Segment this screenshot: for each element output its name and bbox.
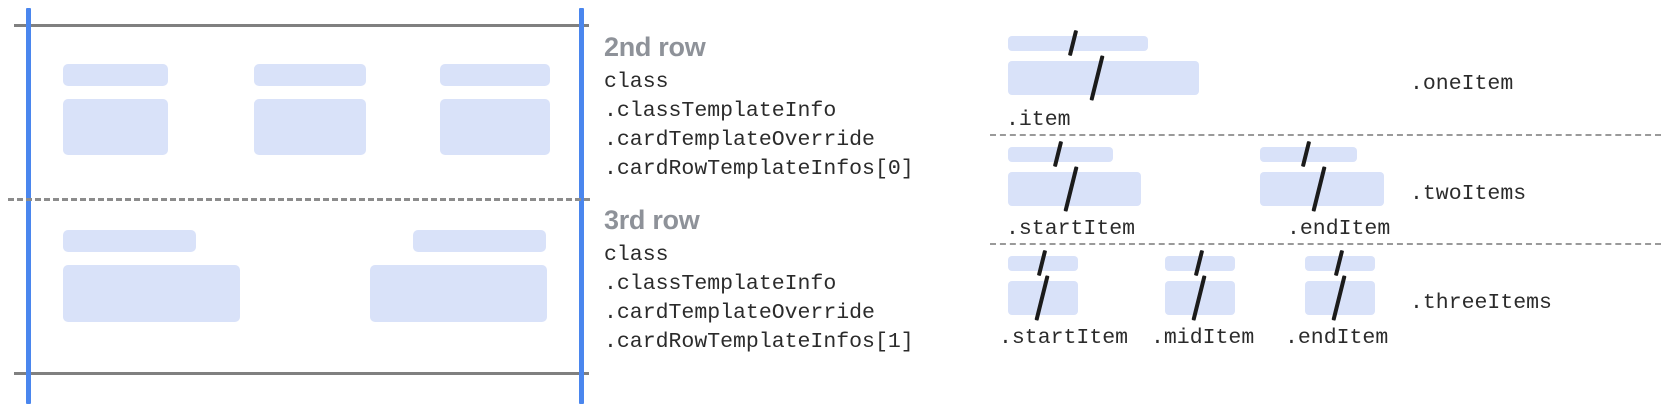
second-row-class-template-info: .classTemplateInfo	[604, 99, 837, 123]
cell-body-bar	[63, 265, 240, 322]
item-title-bar	[1305, 249, 1375, 277]
one-item-group-label: .oneItem	[1410, 72, 1514, 96]
three-items-mid-label: .midItem	[1151, 326, 1255, 350]
third-row-card-template-override: .cardTemplateOverride	[604, 301, 875, 325]
two-items-group-label: .twoItems	[1410, 182, 1527, 206]
cell-body-bar	[440, 99, 550, 155]
legend-divider-rule	[990, 134, 1661, 136]
three-items-start-slot	[1008, 249, 1078, 321]
two-items-start-slot	[1008, 140, 1141, 212]
slash-icon	[1331, 275, 1347, 321]
cell-body-bar	[370, 265, 547, 322]
three-items-group-label: .threeItems	[1410, 291, 1552, 315]
second-row-card-row-template-infos: .cardRowTemplateInfos[0]	[604, 157, 914, 181]
left-margin-guide	[26, 8, 31, 404]
cell-title-bar	[63, 230, 196, 252]
item-body-bar	[1008, 166, 1141, 212]
bottom-boundary-rule	[14, 372, 589, 375]
row-divider-rule	[8, 198, 590, 201]
item-body-bar	[1305, 275, 1375, 321]
three-items-end-slot	[1305, 249, 1375, 321]
cell-title-bar	[63, 64, 168, 86]
top-boundary-rule	[14, 24, 589, 27]
third-row-title: 3rd row	[604, 205, 700, 235]
cell-title-bar	[440, 64, 550, 86]
item-body-bar	[1260, 166, 1384, 212]
slash-icon	[1089, 55, 1105, 101]
slash-icon	[1191, 275, 1207, 321]
item-arrangement-legend: .item .oneItem .startItem	[985, 0, 1676, 412]
second-row-title: 2nd row	[604, 32, 706, 62]
slash-icon	[1311, 166, 1327, 212]
slash-icon	[1067, 29, 1079, 57]
third-row-annotation: 3rd row class .classTemplateInfo .cardTe…	[604, 203, 1024, 357]
slash-icon	[1063, 166, 1079, 212]
three-items-mid-slot	[1165, 249, 1235, 321]
cell-title-bar	[254, 64, 366, 86]
slash-icon	[1193, 249, 1205, 277]
legend-divider-rule	[990, 243, 1661, 245]
slash-icon	[1333, 249, 1345, 277]
item-body-bar	[1008, 275, 1078, 321]
two-items-start-label: .startItem	[1006, 217, 1136, 241]
second-row-annotation: 2nd row class .classTemplateInfo .cardTe…	[604, 30, 1024, 184]
cell-body-bar	[254, 99, 366, 155]
item-title-bar	[1008, 29, 1148, 57]
one-item-slot-label: .item	[1006, 108, 1071, 132]
slash-icon	[1034, 275, 1050, 321]
second-row-class-line: class	[604, 70, 669, 94]
cell-body-bar	[63, 99, 168, 155]
slash-icon	[1300, 140, 1312, 168]
item-title-bar	[1008, 249, 1078, 277]
item-title-bar	[1165, 249, 1235, 277]
one-item-slot	[1008, 29, 1199, 101]
two-items-end-label: .endItem	[1287, 217, 1391, 241]
item-title-bar	[1260, 140, 1357, 168]
three-items-start-label: .startItem	[999, 326, 1129, 350]
slash-icon	[1036, 249, 1048, 277]
third-row-class-template-info: .classTemplateInfo	[604, 272, 837, 296]
card-row-layout-preview	[0, 0, 600, 412]
right-margin-guide	[579, 8, 584, 404]
third-row-class-line: class	[604, 243, 669, 267]
three-items-end-label: .endItem	[1285, 326, 1389, 350]
item-body-bar	[1165, 275, 1235, 321]
third-row-card-row-template-infos: .cardRowTemplateInfos[1]	[604, 330, 914, 354]
second-row-card-template-override: .cardTemplateOverride	[604, 128, 875, 152]
cell-title-bar	[413, 230, 546, 252]
item-title-bar	[1008, 140, 1113, 168]
two-items-end-slot	[1260, 140, 1384, 212]
item-body-bar	[1008, 55, 1199, 101]
slash-icon	[1052, 140, 1064, 168]
